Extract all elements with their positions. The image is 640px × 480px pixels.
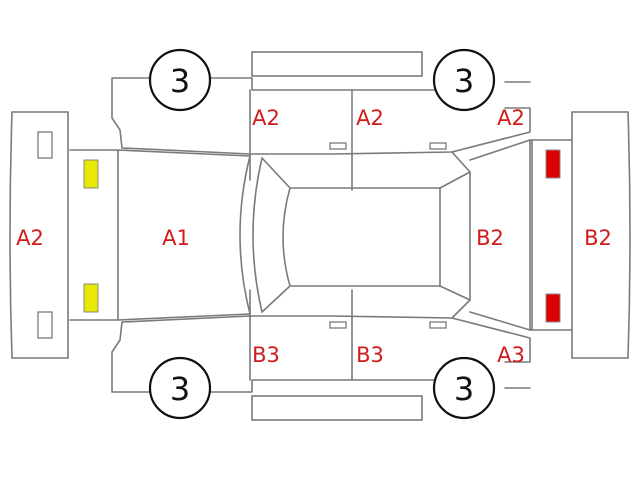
code-lower-rear-fender: A3 (497, 343, 525, 367)
code-upper-front-door: A2 (252, 106, 280, 130)
lower-front-door-handle (329, 321, 347, 329)
upper-front-door-handle (329, 142, 347, 150)
taillight-top (545, 149, 561, 179)
rear-window (451, 151, 471, 319)
wheel-rear-upper-label: 3 (454, 62, 474, 100)
code-upper-rear-fender: A2 (497, 106, 525, 130)
top-roof-rail (251, 51, 423, 77)
wheel-front-upper: 3 (148, 48, 212, 112)
upper-door-seams (249, 89, 353, 191)
a-pillars (261, 157, 291, 313)
lower-rear-door-handle (429, 321, 447, 329)
windshield-outer (239, 155, 251, 315)
wheel-rear-upper: 3 (432, 48, 496, 112)
headlight-bottom (83, 283, 99, 313)
roof-panel (282, 187, 441, 287)
code-lower-rear-door: B3 (356, 343, 384, 367)
code-front-bumper: A2 (16, 226, 44, 250)
code-trunk: B2 (476, 226, 504, 250)
code-rear-bumper: B2 (584, 226, 612, 250)
trunk-lid (469, 139, 531, 331)
rear-bumper (571, 111, 631, 359)
code-lower-front-door: B3 (252, 343, 280, 367)
wheel-front-lower-label: 3 (170, 370, 190, 408)
rear-quarter (529, 139, 573, 331)
bottom-roof-rail (251, 395, 423, 421)
wheel-front-upper-label: 3 (170, 62, 190, 100)
wheel-rear-lower-label: 3 (454, 370, 474, 408)
code-upper-rear-door: A2 (356, 106, 384, 130)
taillight-bottom (545, 293, 561, 323)
upper-side-body (111, 77, 531, 155)
upper-rear-door-handle (429, 142, 447, 150)
front-bumper-slot-bottom (37, 311, 53, 339)
wheel-front-lower: 3 (148, 356, 212, 420)
c-pillars (439, 171, 471, 301)
lower-side-body (111, 315, 531, 393)
front-bumper (9, 111, 69, 359)
code-hood: A1 (162, 226, 190, 250)
front-bumper-slot-top (37, 131, 53, 159)
headlight-top (83, 159, 99, 189)
wheel-rear-lower: 3 (432, 356, 496, 420)
windshield-inner (252, 157, 263, 313)
